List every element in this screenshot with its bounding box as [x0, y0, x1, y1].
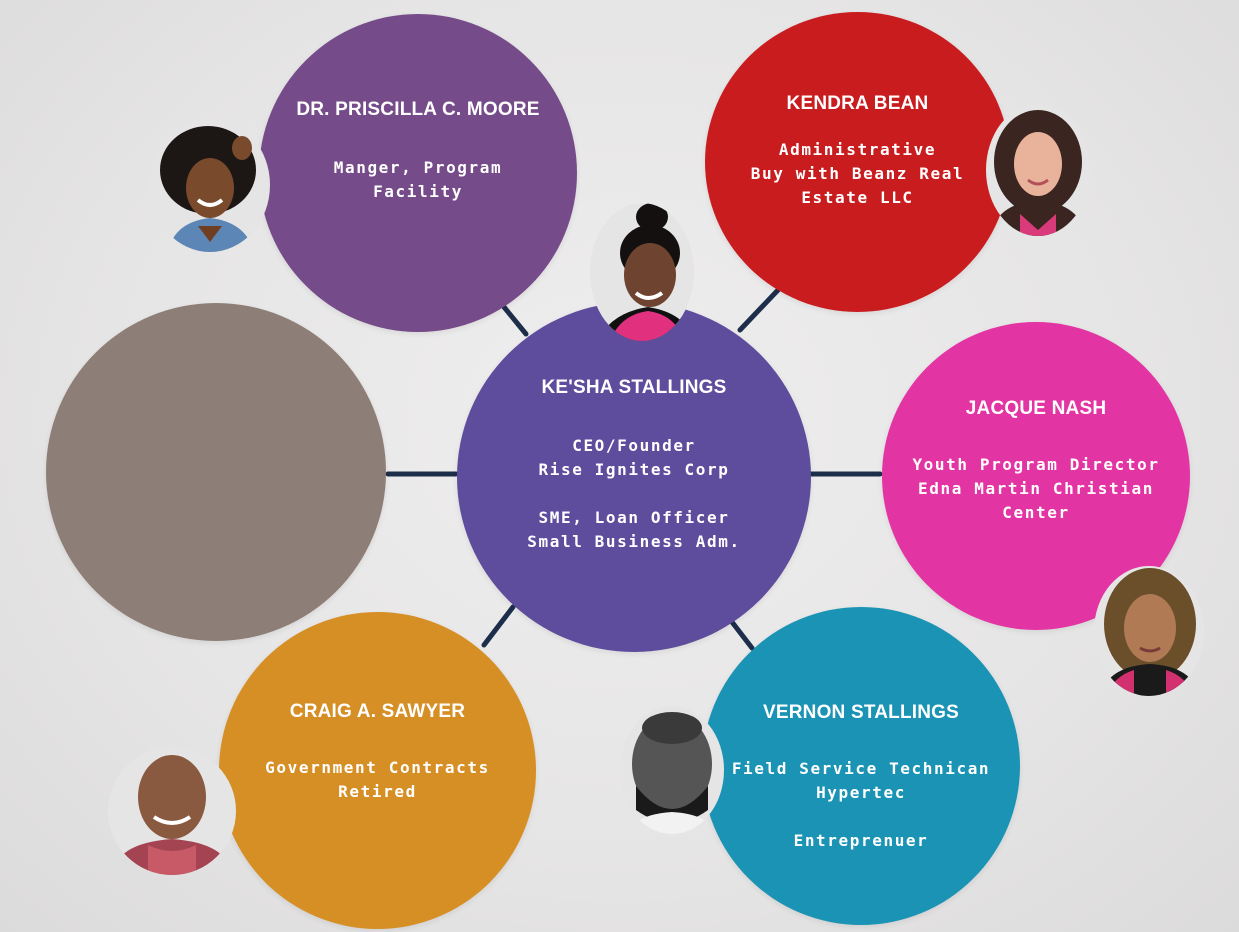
avatar-sawyer — [108, 747, 236, 875]
node-moore: DR. PRISCILLA C. MOORE Manger, Program F… — [259, 14, 577, 332]
node-center-name: KE'SHA STALLINGS — [541, 377, 727, 398]
node-nash-name: JACQUE NASH — [965, 398, 1107, 419]
connector-moore — [501, 304, 529, 337]
avatar-center — [590, 203, 694, 341]
connector-bean — [737, 287, 781, 333]
node-bean-role: Administrative Buy with Beanz Real Estat… — [750, 140, 965, 207]
avatar-nash — [1094, 566, 1204, 696]
avatar-moore — [150, 118, 270, 252]
avatar-vernon — [620, 706, 724, 834]
node-sawyer: CRAIG A. SAWYER Government Contracts Ret… — [219, 612, 536, 929]
node-bean: KENDRA BEAN Administrative Buy with Bean… — [705, 12, 1010, 312]
node-center-role: CEO/Founder Rise Ignites Corp SME, Loan … — [527, 436, 741, 551]
node-vernon-name: VERNON STALLINGS — [762, 702, 960, 723]
node-moore-role: Manger, Program Facility — [333, 158, 503, 201]
node-vernon: VERNON STALLINGS Field Service Technican… — [702, 607, 1020, 925]
connector-sawyer — [481, 604, 516, 648]
node-bean-name: KENDRA BEAN — [786, 93, 929, 114]
avatar-bean — [986, 104, 1090, 236]
node-center: KE'SHA STALLINGS CEO/Founder Rise Ignite… — [457, 302, 811, 652]
connector-vernon — [729, 619, 755, 651]
node-empty — [46, 303, 386, 641]
node-sawyer-name: CRAIG A. SAWYER — [289, 701, 466, 722]
node-vernon-role: Field Service Technican Hypertec Entrepr… — [731, 759, 991, 850]
node-moore-name: DR. PRISCILLA C. MOORE — [296, 99, 540, 120]
node-nash-role: Youth Program Director Edna Martin Chris… — [912, 455, 1160, 522]
node-sawyer-role: Government Contracts Retired — [265, 758, 490, 801]
